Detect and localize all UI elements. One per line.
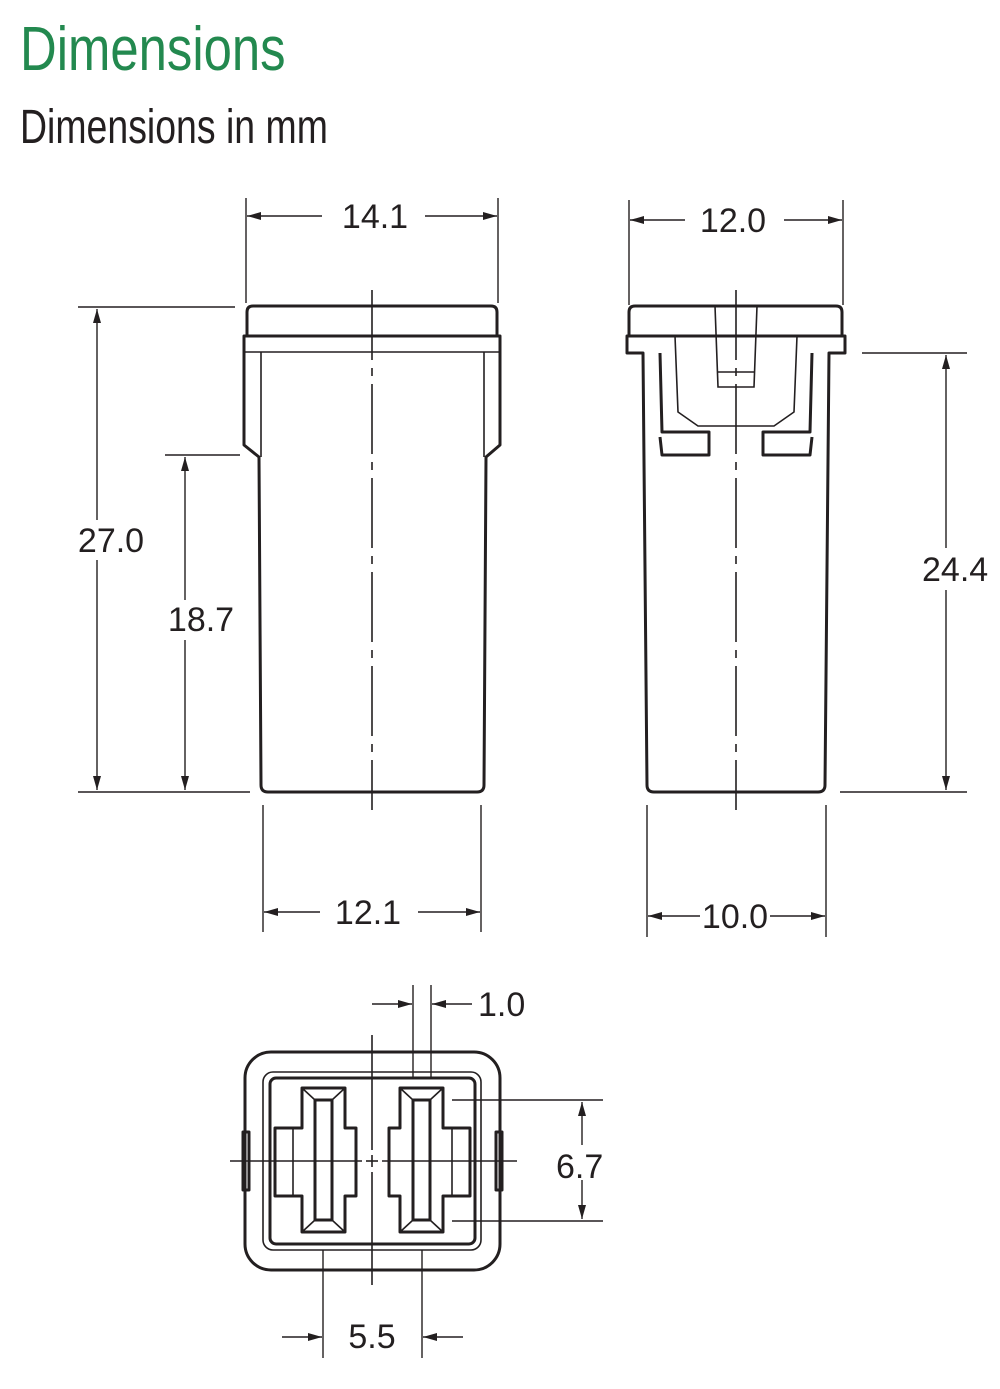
dim-side-width-top: 12.0 — [700, 202, 766, 240]
front-view: 14.1 27.0 18.7 12.1 — [78, 198, 502, 932]
dim-front-height-body: 18.7 — [168, 601, 234, 639]
dim-terminal-width: 6.7 — [556, 1148, 603, 1186]
page-subtitle: Dimensions in mm — [20, 101, 328, 154]
side-view: 12.0 24.4 10.0 — [625, 200, 988, 937]
dim-side-width-bottom: 10.0 — [702, 898, 768, 936]
page-title: Dimensions — [20, 15, 286, 84]
dim-front-height-total: 27.0 — [78, 522, 144, 560]
dim-front-width-bottom: 12.1 — [335, 894, 401, 932]
bottom-view: 1.0 6.7 5.5 — [230, 985, 603, 1358]
dim-side-height-body: 24.4 — [922, 551, 988, 589]
dim-front-width-top: 14.1 — [342, 198, 408, 236]
dim-terminal-thickness: 1.0 — [478, 986, 525, 1024]
dim-terminal-pitch: 5.5 — [348, 1318, 395, 1356]
